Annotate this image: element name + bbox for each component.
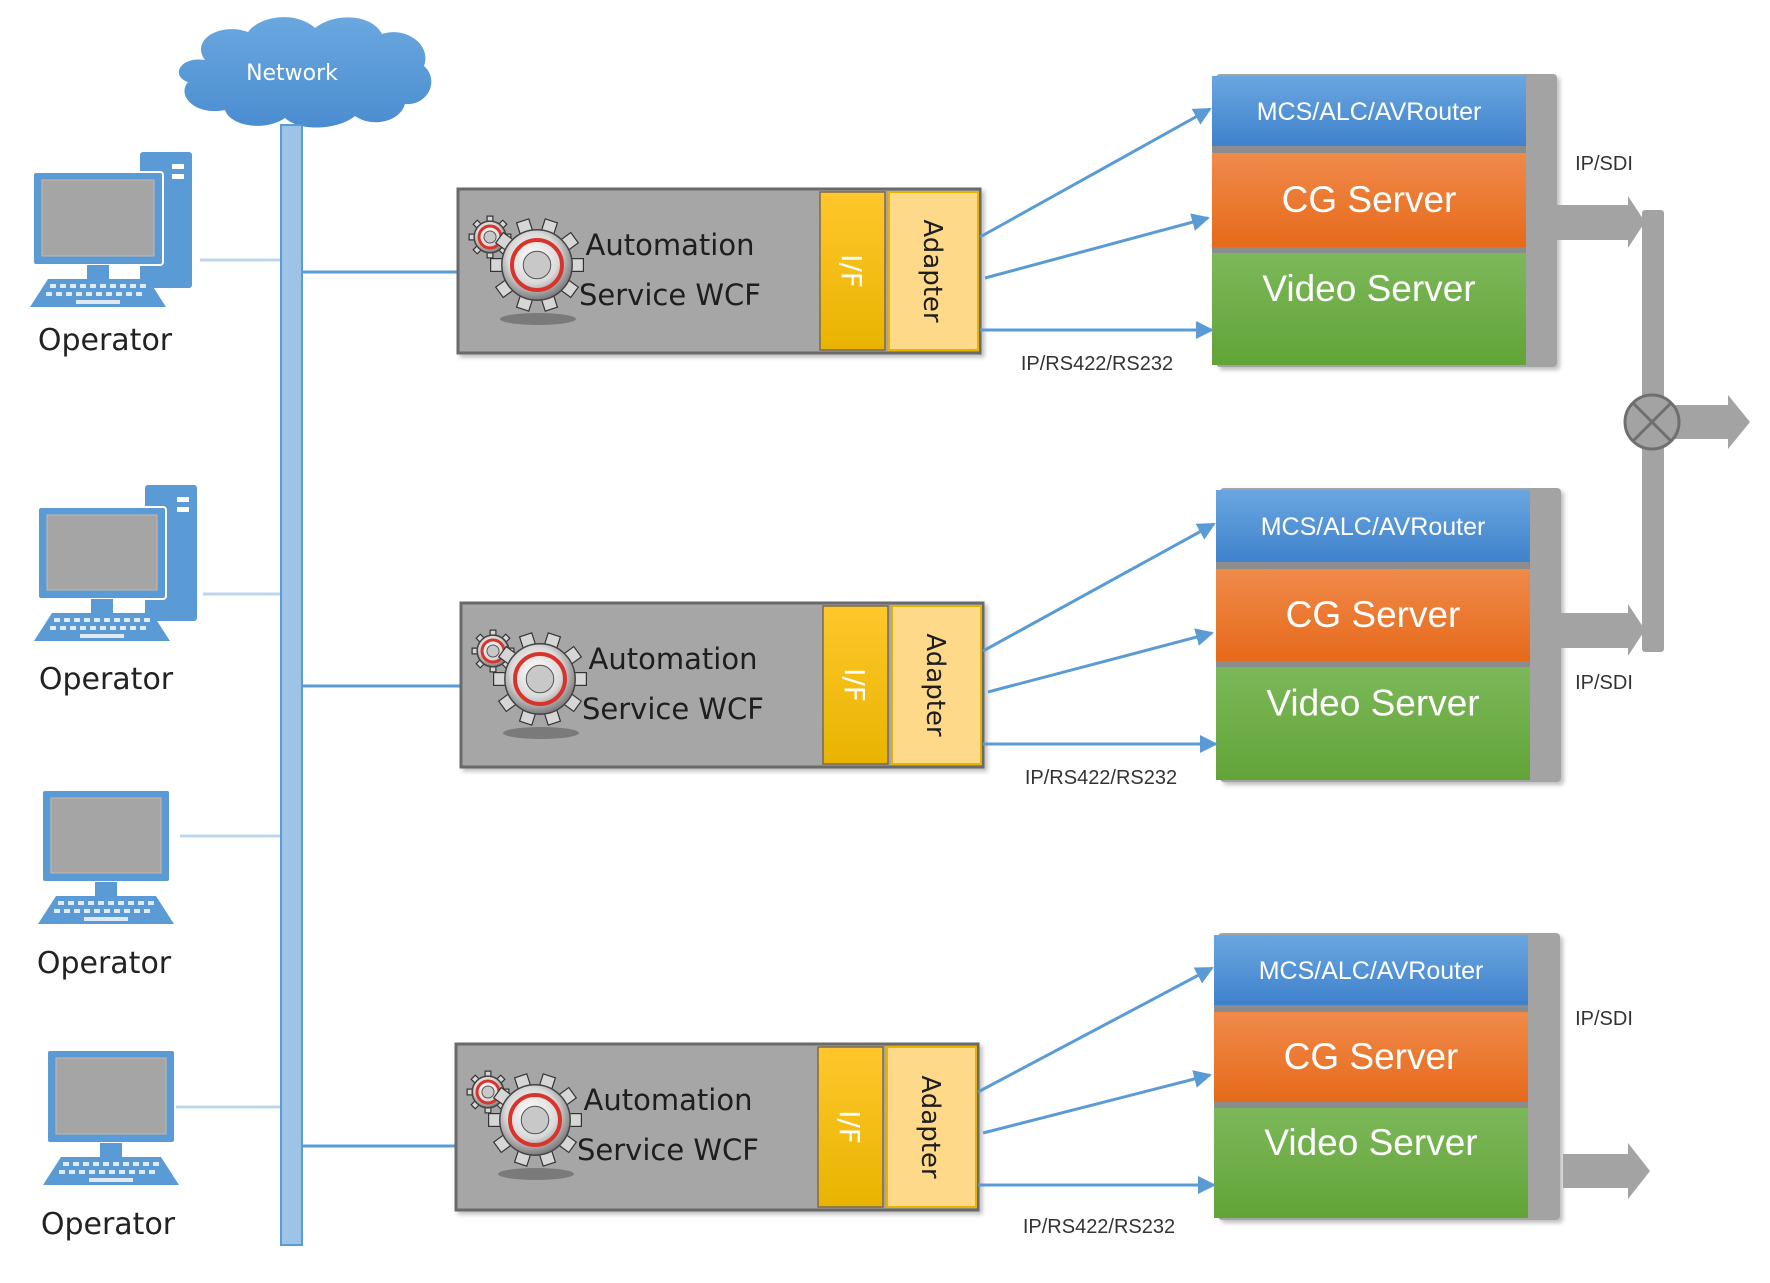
bus-branches xyxy=(302,270,460,1148)
cloud-icon xyxy=(178,17,432,128)
device-video-server: Video Server xyxy=(1214,1108,1528,1218)
device-video-server: Video Server xyxy=(1216,667,1530,780)
adapter-label: Adapter xyxy=(915,1075,945,1178)
control-links xyxy=(977,966,1216,1194)
mixer-combiner-icon xyxy=(1623,393,1681,451)
output-signal-label: IP/SDI xyxy=(1575,1008,1633,1030)
interface-label: I/F xyxy=(838,668,871,702)
interface-block: I/F xyxy=(819,191,886,351)
gears-icon xyxy=(471,629,587,739)
combiner xyxy=(1623,393,1681,451)
operator-label: Operator xyxy=(39,662,174,697)
stack-2-output-arrow xyxy=(1560,604,1645,656)
automation-service-title-line1: Automation xyxy=(589,642,758,676)
device-label: Video Server xyxy=(1262,268,1475,309)
control-arrow-cg xyxy=(982,1070,1212,1135)
device-label: CG Server xyxy=(1286,594,1461,635)
automation-service-title-line2: Service WCF xyxy=(582,692,764,726)
adapter-block: Adapter xyxy=(886,1046,977,1208)
device-mcs-alc-avrouter: MCS/ALC/AVRouter xyxy=(1212,76,1526,146)
interface-block: I/F xyxy=(817,1046,884,1208)
device-label: Video Server xyxy=(1264,1122,1477,1163)
operator-label: Operator xyxy=(41,1207,176,1242)
output-signal-label: IP/SDI xyxy=(1575,153,1633,175)
device-mcs-alc-avrouter: MCS/ALC/AVRouter xyxy=(1214,935,1528,1005)
control-arrow-cg xyxy=(987,628,1214,694)
stack-1-output-arrow xyxy=(1557,196,1645,248)
operator-workstation: Operator xyxy=(41,1049,179,1242)
combined-output-arrow xyxy=(1672,395,1750,449)
automation-service-title-line1: Automation xyxy=(584,1083,753,1117)
device-cg-server: CG Server xyxy=(1212,153,1526,247)
desktop-computer-icon xyxy=(34,485,197,641)
computer-monitor-icon xyxy=(38,789,174,924)
network-cloud: Network xyxy=(178,17,432,128)
operator-workstation: Operator xyxy=(37,789,174,981)
control-arrow-cg xyxy=(984,213,1210,280)
device-label: MCS/ALC/AVRouter xyxy=(1257,98,1482,126)
device-cg-server: CG Server xyxy=(1216,569,1530,661)
automation-service-title-line2: Service WCF xyxy=(579,278,761,312)
operator-workstation: Operator xyxy=(30,152,192,358)
desktop-computer-icon xyxy=(30,152,192,307)
adapter-label: Adapter xyxy=(917,219,947,322)
operator-label: Operator xyxy=(38,323,173,358)
control-link-label: IP/RS422/RS232 xyxy=(1023,1216,1175,1238)
computer-monitor-icon xyxy=(43,1049,179,1185)
device-cg-server: CG Server xyxy=(1214,1012,1528,1102)
operator-label: Operator xyxy=(37,946,172,981)
device-label: MCS/ALC/AVRouter xyxy=(1261,513,1486,541)
gears-icon xyxy=(466,1070,582,1180)
adapter-block: Adapter xyxy=(891,605,982,765)
control-links xyxy=(979,107,1214,339)
device-label: MCS/ALC/AVRouter xyxy=(1259,957,1484,985)
operator-workstation: Operator xyxy=(34,485,197,697)
output-signal-label: IP/SDI xyxy=(1575,672,1633,694)
interface-block: I/F xyxy=(822,605,889,765)
interface-label: I/F xyxy=(835,254,868,288)
automation-service-title-line1: Automation xyxy=(586,228,755,262)
control-arrow-mcs xyxy=(977,966,1214,1094)
stack-3-output-arrow xyxy=(1563,1143,1650,1199)
device-mcs-alc-avrouter: MCS/ALC/AVRouter xyxy=(1216,490,1530,562)
adapter-block: Adapter xyxy=(888,191,979,351)
device-label: Video Server xyxy=(1266,683,1479,724)
interface-label: I/F xyxy=(833,1110,866,1144)
control-link-label: IP/RS422/RS232 xyxy=(1021,353,1173,375)
control-link-label: IP/RS422/RS232 xyxy=(1025,767,1177,789)
gears-icon xyxy=(468,215,584,325)
automation-service-title-line2: Service WCF xyxy=(577,1133,759,1167)
operator-connectors xyxy=(176,258,280,1109)
network-bus xyxy=(280,124,303,1246)
control-arrow-mcs xyxy=(982,522,1216,653)
device-label: CG Server xyxy=(1284,1036,1459,1077)
device-label: CG Server xyxy=(1282,179,1457,220)
control-links xyxy=(982,522,1218,753)
output-signal-path xyxy=(1557,196,1750,1199)
device-video-server: Video Server xyxy=(1212,253,1526,365)
adapter-label: Adapter xyxy=(920,633,950,736)
network-label: Network xyxy=(246,61,338,86)
control-arrow-mcs xyxy=(979,107,1212,239)
